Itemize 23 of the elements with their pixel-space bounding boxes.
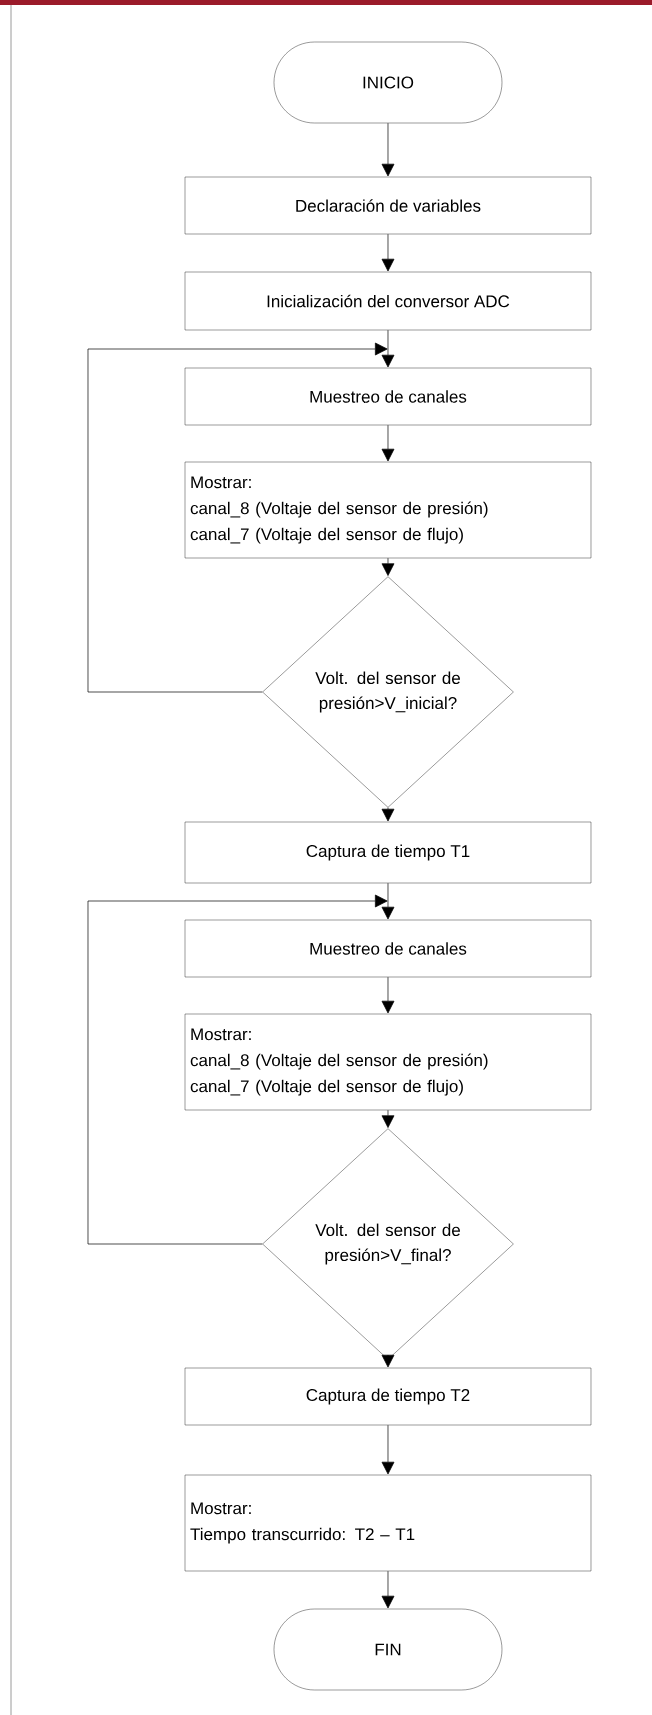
arrow — [381, 1570, 395, 1609]
arrow — [381, 1354, 395, 1368]
process-box: Captura de tiempo T1 — [184, 821, 592, 884]
arrow — [381, 329, 395, 368]
process-box: Captura de tiempo T2 — [184, 1367, 592, 1426]
process-box: Declaración de variables — [184, 176, 592, 235]
arrow — [381, 1109, 395, 1128]
process-box: Inicialización del conversor ADC — [184, 271, 592, 331]
arrow — [381, 882, 395, 920]
output-box: Mostrar: canal_8 (Voltaje del sensor de presión) canal_7 (Voltaje del sensor de flujo) — [184, 1013, 592, 1111]
arrow — [381, 976, 395, 1014]
arrow — [381, 122, 395, 177]
process-box: Muestreo de canales — [184, 367, 592, 426]
arrow — [381, 424, 395, 462]
arrow — [87, 894, 388, 1245]
process-box: Muestreo de canales — [184, 919, 592, 978]
arrow — [381, 233, 395, 272]
output-box: Mostrar: Tiempo transcurrido: T2 – T1 — [184, 1474, 592, 1572]
arrow — [87, 342, 388, 693]
arrow — [381, 557, 395, 576]
arrow — [381, 1424, 395, 1475]
arrow — [381, 807, 395, 822]
output-box: Mostrar: canal_8 (Voltaje del sensor de presión) canal_7 (Voltaje del sensor de flujo) — [184, 461, 592, 559]
